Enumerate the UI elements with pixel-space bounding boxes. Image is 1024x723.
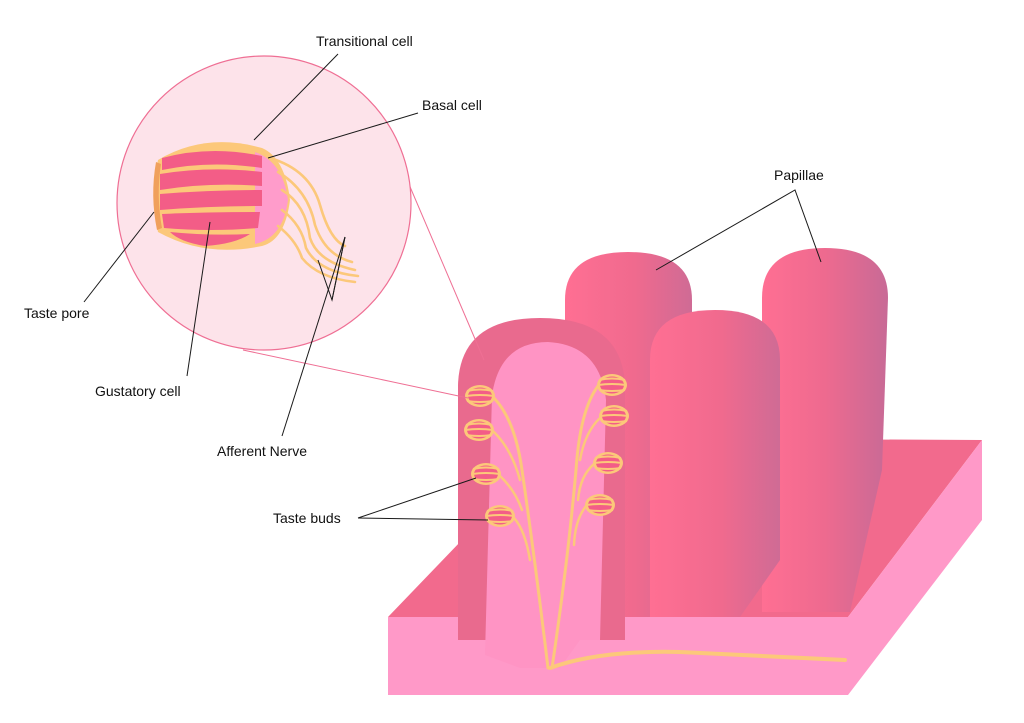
- label-papillae: Papillae: [774, 167, 824, 183]
- leader-lines: [83, 53, 822, 521]
- magnified-taste-bud: [116, 55, 412, 351]
- nerve-fibers: [492, 384, 847, 670]
- label-taste-buds: Taste buds: [273, 510, 341, 526]
- magnifier-connector-bottom: [242, 349, 469, 399]
- magnifier-connector-top: [404, 174, 485, 361]
- label-taste-pore: Taste pore: [24, 305, 90, 321]
- papilla-right: [762, 248, 888, 612]
- label-transitional-cell: Transitional cell: [316, 33, 413, 49]
- label-gustatory-cell: Gustatory cell: [95, 383, 181, 399]
- tissue-right-face: [848, 440, 982, 695]
- label-afferent-nerve: Afferent Nerve: [217, 443, 307, 459]
- label-basal-cell: Basal cell: [422, 97, 482, 113]
- papilla-core: [485, 342, 606, 668]
- papilla-middle: [650, 310, 780, 617]
- papilla-cross-section: [458, 318, 625, 668]
